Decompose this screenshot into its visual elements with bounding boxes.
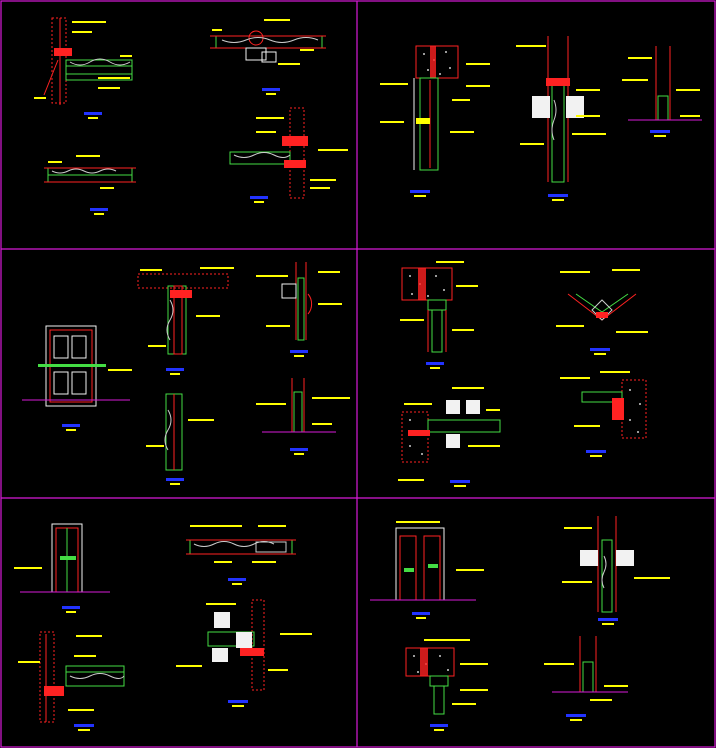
detail-wall-return [560, 371, 647, 457]
detail-wall-frame-corner [34, 17, 133, 119]
detail-post-sill [622, 46, 702, 137]
detail-wall-joint-right [229, 107, 348, 203]
detail-post-base-2 [544, 636, 628, 721]
detail-door-elevation-small [14, 523, 110, 613]
panel-1 [34, 17, 348, 215]
panel-2 [380, 36, 702, 201]
detail-wall-hinge-2 [176, 599, 312, 707]
detail-ceiling-profile [210, 19, 326, 95]
detail-post-hinge-2 [562, 516, 670, 625]
panel-5 [14, 523, 312, 731]
detail-post-mid [146, 393, 214, 485]
detail-frame-elevation [370, 521, 484, 619]
detail-ceiling-profile-2 [186, 525, 296, 585]
detail-lintel-head [400, 261, 478, 369]
panel-6 [370, 516, 670, 731]
detail-hinge-bracket [256, 262, 342, 357]
detail-jamb-section [44, 155, 136, 215]
panel-4 [398, 261, 648, 487]
detail-wall-hinge [398, 387, 501, 487]
panel-3 [22, 262, 350, 485]
detail-beam-post [380, 45, 490, 197]
detail-beam-post-top [137, 267, 234, 375]
detail-post-hinge [516, 36, 606, 201]
detail-post-base [256, 378, 350, 455]
detail-corner-v-joint [556, 269, 648, 355]
detail-door-elevation [22, 325, 132, 431]
detail-lintel-head-2 [405, 639, 488, 731]
detail-wall-frame-corner-2 [18, 631, 125, 731]
